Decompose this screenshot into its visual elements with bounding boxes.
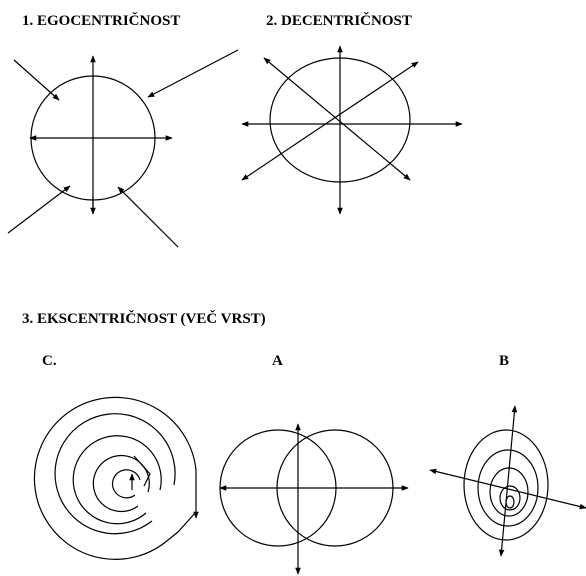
spiral-inner-ring (111, 469, 141, 499)
egocentric-arrow-in-top-left (13, 59, 60, 101)
spiral-ring-2 (54, 413, 176, 535)
variant-a-figure (219, 423, 409, 575)
egocentric-arrow-in-top-right (147, 49, 239, 98)
variant-b-figure (429, 405, 586, 557)
variant-b-ellipse-1 (463, 429, 549, 541)
egocentric-figure (7, 49, 239, 248)
egocentric-arrow-in-bottom-left (7, 185, 71, 234)
spiral-joint-outer (167, 511, 197, 541)
heading-egocentricity: 1. EGOCENTRIČNOST (22, 13, 181, 29)
decentric-figure (241, 45, 463, 215)
label-variant-a: A (272, 353, 283, 369)
spiral-ring-3 (72, 435, 162, 525)
label-variant-c: C. (42, 353, 57, 369)
variant-b-ellipse-2 (477, 449, 539, 527)
spiral-joint-inner (133, 455, 151, 487)
egocentric-arrow-in-bottom-right (117, 186, 179, 248)
heading-eccentricity: 3. EKSCENTRIČNOST (VEČ VRST) (22, 311, 266, 327)
spiral-outer-ring (33, 396, 197, 560)
heading-decentricity: 2. DECENTRIČNOST (266, 13, 412, 29)
variant-b-ellipse-5 (505, 495, 515, 509)
variant-b-axis-vertical (498, 405, 518, 557)
decentric-diagonal-up (241, 61, 419, 181)
decentric-diagonal-down (263, 57, 411, 181)
variant-c-spiral (33, 396, 199, 560)
label-variant-b: B (499, 353, 510, 369)
